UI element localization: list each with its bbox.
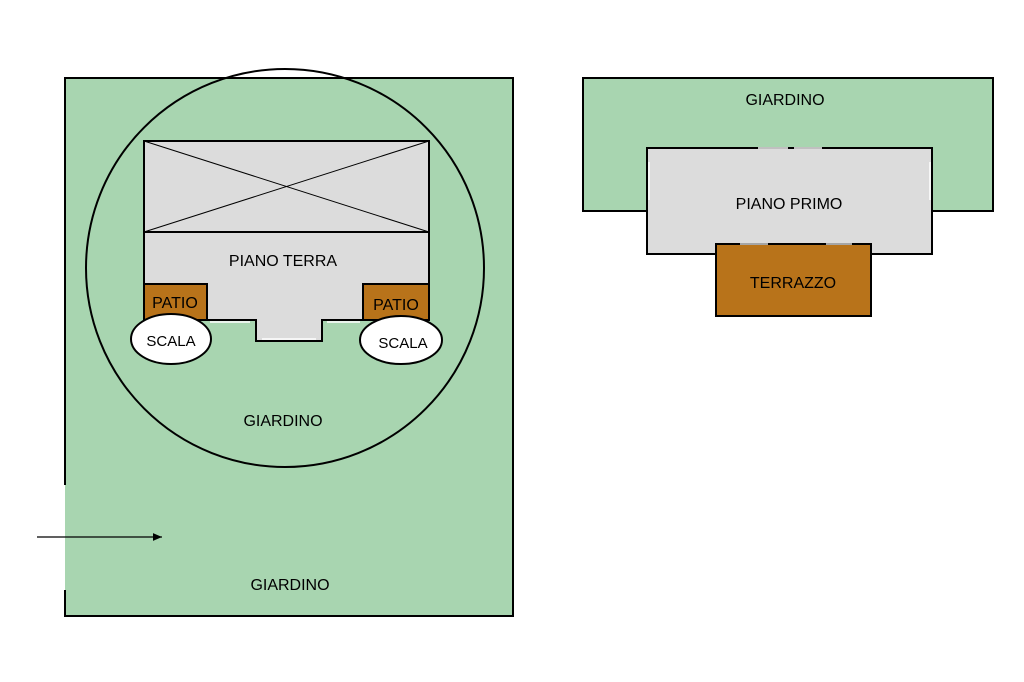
scala-left-label: SCALA [146, 333, 195, 350]
terrazzo-area [715, 243, 872, 317]
patio-right-label: PATIO [373, 297, 419, 314]
piano-terra-label: PIANO TERRA [229, 253, 338, 270]
first-floor-plan: GIARDINO PIANO PRIMO TERRAZZO [582, 77, 994, 317]
giardino-outer-label: GIARDINO [250, 577, 329, 594]
outer-garden-border [64, 77, 514, 617]
giardino-inner-label: GIARDINO [243, 413, 322, 430]
terrazzo-label: TERRAZZO [750, 275, 836, 292]
ground-floor-plan: PIANO TERRA PATIO PATIO SCALA SCALA GIAR… [37, 68, 514, 617]
circular-garden-outline [85, 68, 485, 468]
piano-primo-label: PIANO PRIMO [736, 196, 843, 213]
patio-right [362, 283, 430, 321]
first-floor-giardino-label: GIARDINO [745, 92, 824, 109]
piano-primo-room [646, 147, 933, 255]
scala-right [359, 315, 443, 365]
scala-left [130, 313, 212, 365]
scala-right-label: SCALA [378, 335, 427, 352]
crossed-area-diagonal [143, 140, 430, 233]
patio-left-label: PATIO [152, 295, 198, 312]
